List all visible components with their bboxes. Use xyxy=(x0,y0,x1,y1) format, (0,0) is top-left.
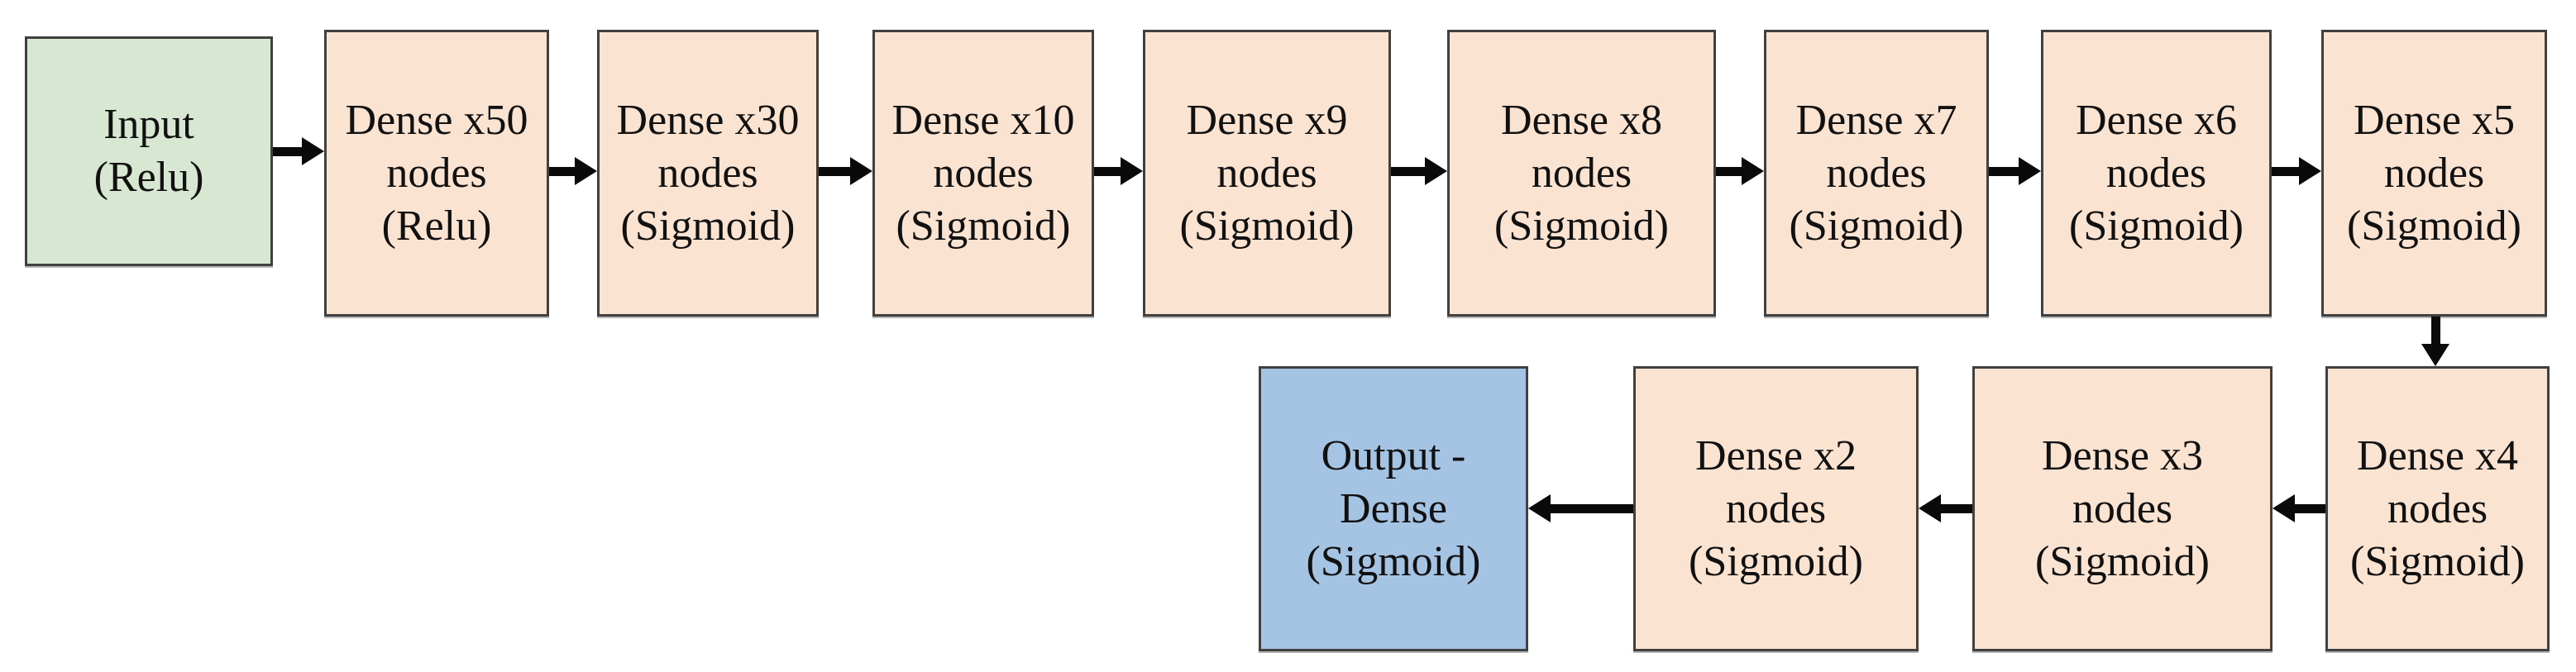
node-label-line: (Sigmoid) xyxy=(1306,537,1481,585)
arrowhead-icon xyxy=(302,137,324,165)
node-dense-x10: Dense x10 nodes (Sigmoid) xyxy=(872,30,1094,317)
arrowhead-icon xyxy=(575,157,597,185)
arrow-x6-x5 xyxy=(2272,157,2321,185)
node-label-line: (Sigmoid) xyxy=(896,202,1071,250)
arrowhead-icon xyxy=(2299,157,2321,185)
arrow-x9-x8 xyxy=(1391,157,1447,185)
node-label-line: Dense x50 xyxy=(345,96,528,144)
arrow-shaft xyxy=(1548,503,1633,513)
arrow-shaft xyxy=(1938,503,1972,513)
node-dense-x8: Dense x8 nodes (Sigmoid) xyxy=(1447,30,1716,317)
arrow-x7-x6 xyxy=(1989,157,2041,185)
node-dense-x7: Dense x7 nodes (Sigmoid) xyxy=(1764,30,1989,317)
arrow-shaft xyxy=(1716,166,1744,176)
arrowhead-icon xyxy=(1919,494,1941,522)
arrow-shaft xyxy=(1391,166,1427,176)
node-label-line: Dense x6 xyxy=(2076,96,2237,144)
arrow-shaft xyxy=(2430,317,2440,346)
node-label-line: Dense x4 xyxy=(2357,431,2518,479)
node-dense-x2: Dense x2 nodes (Sigmoid) xyxy=(1633,366,1919,651)
node-label-line: nodes xyxy=(386,149,487,197)
node-dense-x30: Dense x30 nodes (Sigmoid) xyxy=(597,30,819,317)
node-label-line: nodes xyxy=(2383,149,2485,197)
node-dense-x9: Dense x9 nodes (Sigmoid) xyxy=(1143,30,1391,317)
node-label-line: Dense x3 xyxy=(2042,431,2203,479)
arrow-input-x50 xyxy=(273,137,324,165)
node-label-line: (Sigmoid) xyxy=(2350,537,2525,585)
node-label-line: (Sigmoid) xyxy=(1179,202,1355,250)
node-dense-x6: Dense x6 nodes (Sigmoid) xyxy=(2041,30,2272,317)
node-label-line: (Sigmoid) xyxy=(1689,537,1863,585)
node-label-line: Dense x2 xyxy=(1695,431,1857,479)
node-dense-x5: Dense x5 nodes (Sigmoid) xyxy=(2321,30,2547,317)
arrowhead-icon xyxy=(2421,344,2449,366)
arrow-shaft xyxy=(1989,166,2021,176)
node-label-line: Dense x10 xyxy=(891,96,1075,144)
node-input: Input (Relu) xyxy=(25,36,273,266)
node-label-line: nodes xyxy=(657,149,758,197)
node-label-line: Input xyxy=(103,101,194,148)
node-label-line: nodes xyxy=(2105,149,2207,197)
node-label-line: Dense xyxy=(1340,484,1447,532)
arrow-x5-x4 xyxy=(2421,317,2449,366)
node-label-line: nodes xyxy=(2072,484,2173,532)
node-label-line: nodes xyxy=(1216,149,1317,197)
node-label-line: Output - xyxy=(1321,431,1466,479)
node-dense-x50: Dense x50 nodes (Relu) xyxy=(324,30,549,317)
node-label-line: Dense x8 xyxy=(1501,96,1662,144)
arrow-shaft xyxy=(819,166,853,176)
node-label-line: Dense x7 xyxy=(1795,96,1957,144)
node-label-line: nodes xyxy=(1725,484,1827,532)
arrowhead-icon xyxy=(2273,494,2295,522)
node-label-line: (Sigmoid) xyxy=(1789,202,1964,250)
arrow-x10-x9 xyxy=(1094,157,1143,185)
node-dense-x4: Dense x4 nodes (Sigmoid) xyxy=(2325,366,2550,651)
node-label-line: (Sigmoid) xyxy=(620,202,796,250)
arrowhead-icon xyxy=(1742,157,1764,185)
arrow-x3-x2 xyxy=(1919,494,1972,522)
arrow-shaft xyxy=(2272,166,2301,176)
node-output: Output - Dense (Sigmoid) xyxy=(1259,366,1528,651)
node-label-line: Dense x9 xyxy=(1186,96,1348,144)
node-label-line: (Relu) xyxy=(381,202,492,250)
node-label-line: nodes xyxy=(933,149,1034,197)
node-label-line: nodes xyxy=(2387,484,2488,532)
arrowhead-icon xyxy=(2019,157,2041,185)
arrow-x2-output xyxy=(1528,494,1633,522)
arrow-shaft xyxy=(549,166,577,176)
node-label-line: nodes xyxy=(1826,149,1927,197)
arrowhead-icon xyxy=(1528,494,1551,522)
node-label-line: (Relu) xyxy=(93,154,204,201)
node-label-line: (Sigmoid) xyxy=(2035,537,2210,585)
node-label-line: Dense x30 xyxy=(616,96,800,144)
arrowhead-icon xyxy=(850,157,872,185)
node-label-line: Dense x5 xyxy=(2354,96,2515,144)
node-label-line: nodes xyxy=(1531,149,1632,197)
node-label-line: (Sigmoid) xyxy=(2347,202,2521,250)
arrow-shaft xyxy=(2292,503,2325,513)
arrowhead-icon xyxy=(1121,157,1143,185)
arrow-x8-x7 xyxy=(1716,157,1764,185)
arrow-shaft xyxy=(273,146,304,156)
node-dense-x3: Dense x3 nodes (Sigmoid) xyxy=(1972,366,2273,651)
node-label-line: (Sigmoid) xyxy=(1494,202,1669,250)
arrowhead-icon xyxy=(1425,157,1447,185)
arrow-x30-x10 xyxy=(819,157,872,185)
node-label-line: (Sigmoid) xyxy=(2069,202,2244,250)
arrow-shaft xyxy=(1094,166,1123,176)
arrow-x4-x3 xyxy=(2273,494,2325,522)
arrow-x50-x30 xyxy=(549,157,597,185)
